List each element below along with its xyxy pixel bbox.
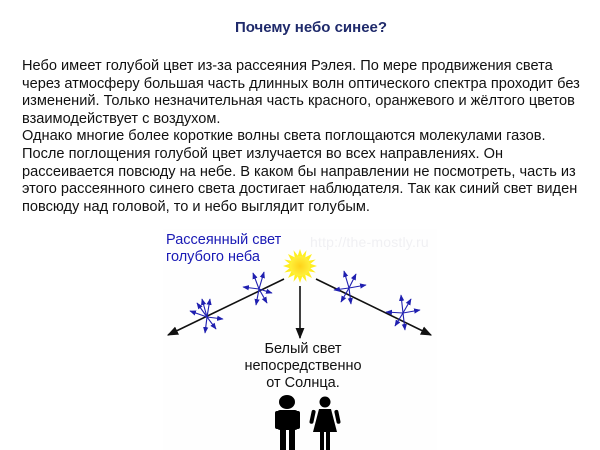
woman-icon	[309, 396, 341, 450]
direct-label-line-2: непосредственно	[244, 358, 362, 374]
ray-left	[166, 278, 285, 336]
watermark: http://the-mostly.ru	[310, 234, 429, 250]
scattered-label-line-2: голубого неба	[166, 249, 260, 265]
scattered-label-line-1: Рассеянный свет	[166, 232, 282, 248]
scattered-light-label: Рассеянный свет голубого неба	[166, 232, 281, 266]
man-icon	[275, 395, 300, 450]
direct-label-line-3: от Солнца.	[266, 375, 340, 391]
body-text: Небо имеет голубой цвет из-за рассеяния …	[22, 58, 592, 216]
paragraph-2: Однако многие более короткие волны света…	[22, 128, 578, 215]
rayleigh-scattering-diagram: http://the-mostly.ru Рассеянный свет гол…	[163, 229, 437, 450]
sun-icon	[283, 249, 317, 283]
direct-light-label: Белый свет непосредственно от Солнца.	[238, 341, 368, 392]
scatter-arrows-icon	[189, 270, 421, 334]
page-title: Почему небо синее?	[234, 19, 388, 36]
direct-label-line-1: Белый свет	[264, 341, 342, 357]
ray-right	[315, 278, 433, 336]
diagram-graphics	[166, 249, 433, 450]
paragraph-1: Небо имеет голубой цвет из-за рассеяния …	[22, 58, 580, 127]
